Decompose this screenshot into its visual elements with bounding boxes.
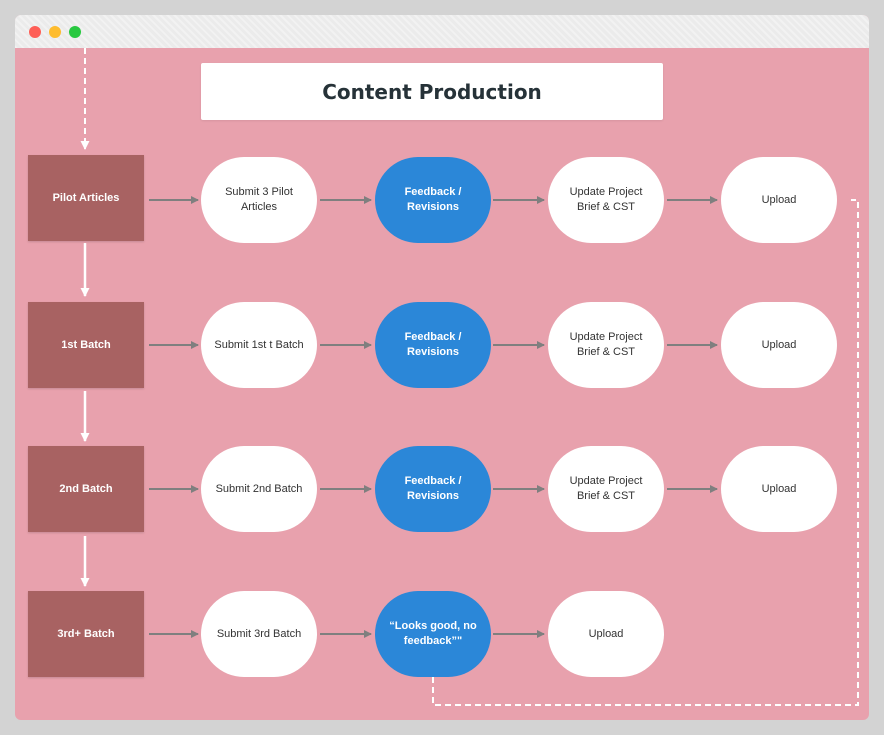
step-submit: Submit 1st t Batch (201, 302, 317, 388)
step-feedback: Feedback / Revisions (375, 446, 491, 532)
close-window-icon[interactable] (29, 26, 41, 38)
diagram-title-box: Content Production (201, 63, 663, 120)
step-update-brief: Update Project Brief & CST (548, 446, 664, 532)
step-upload: Upload (721, 302, 837, 388)
step-submit: Submit 3rd Batch (201, 591, 317, 677)
step-upload: Upload (548, 591, 664, 677)
loop-back-dashed-path (432, 199, 859, 706)
step-update-brief: Update Project Brief & CST (548, 302, 664, 388)
step-feedback: Feedback / Revisions (375, 157, 491, 243)
step-feedback: Feedback / Revisions (375, 302, 491, 388)
stage-1st-batch: 1st Batch (28, 302, 144, 388)
diagram-title: Content Production (322, 79, 542, 104)
minimize-window-icon[interactable] (49, 26, 61, 38)
stage-2nd-batch: 2nd Batch (28, 446, 144, 532)
app-window: Content Production (15, 15, 869, 720)
step-looks-good: “Looks good, no feedback”" (375, 591, 491, 677)
step-update-brief: Update Project Brief & CST (548, 157, 664, 243)
window-titlebar (15, 15, 869, 48)
step-upload: Upload (721, 446, 837, 532)
step-upload: Upload (721, 157, 837, 243)
stage-pilot-articles: Pilot Articles (28, 155, 144, 241)
stage-3rd-plus-batch: 3rd+ Batch (28, 591, 144, 677)
connector-layer (80, 48, 859, 706)
maximize-window-icon[interactable] (69, 26, 81, 38)
step-submit: Submit 2nd Batch (201, 446, 317, 532)
step-submit: Submit 3 Pilot Articles (201, 157, 317, 243)
